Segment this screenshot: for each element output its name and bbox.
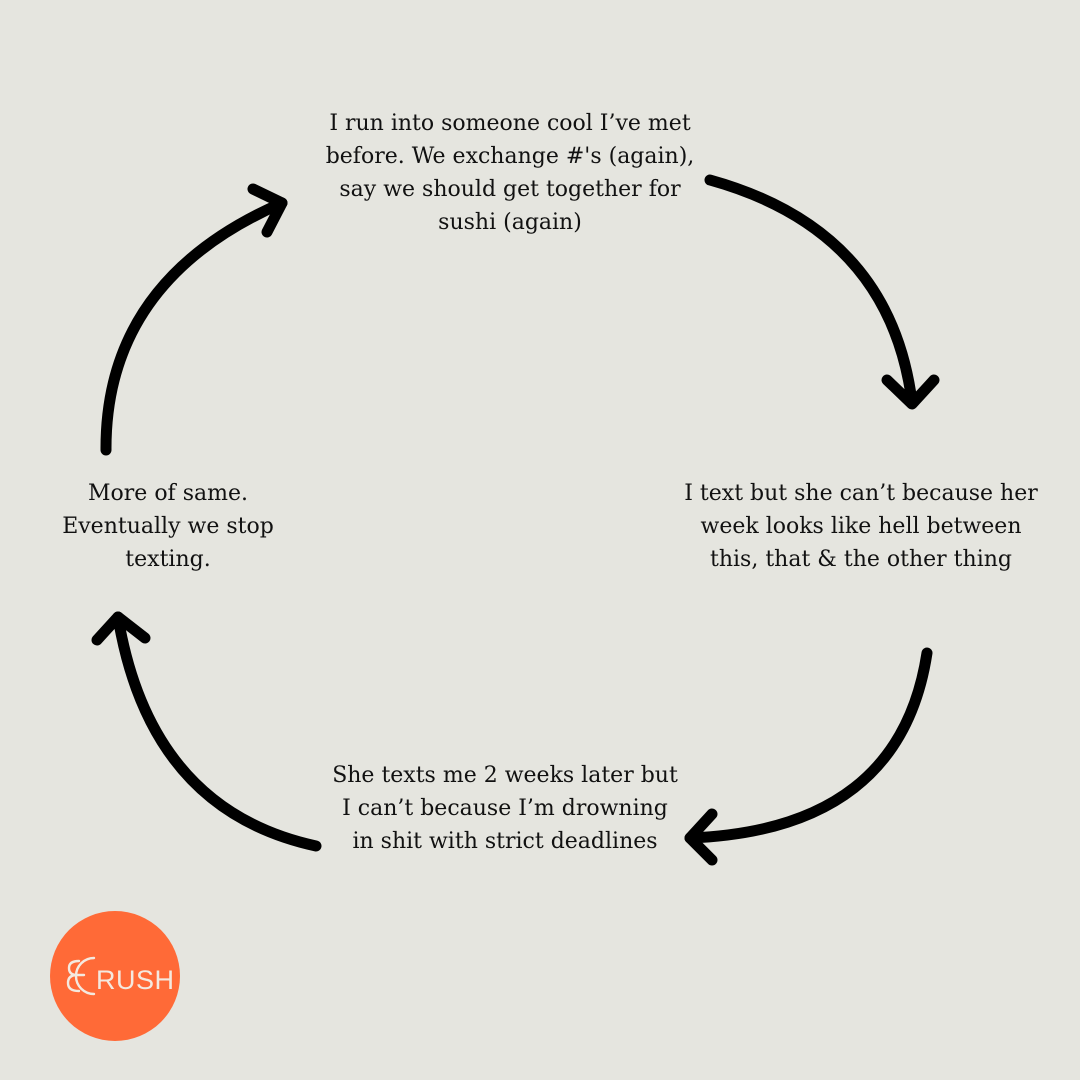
step-bottom-text: She texts me 2 weeks later but I can’t b…: [332, 763, 678, 854]
arrow-right-to-bottom: [684, 647, 933, 866]
logo-wordmark: RUSH: [96, 965, 175, 995]
logo-mark: [66, 956, 96, 996]
step-top-text: I run into someone cool I’ve met before.…: [325, 111, 695, 235]
arrow-bottom-to-left: [91, 611, 322, 852]
brand-logo: RUSH: [50, 911, 180, 1041]
arrow-top-to-right: [704, 174, 940, 410]
logo-circle: [50, 911, 180, 1041]
step-right-text: I text but she can’t because her week lo…: [684, 481, 1038, 572]
arrow-left-to-top: [100, 183, 288, 456]
step-left-text: More of same. Eventually we stop texting…: [62, 481, 274, 572]
